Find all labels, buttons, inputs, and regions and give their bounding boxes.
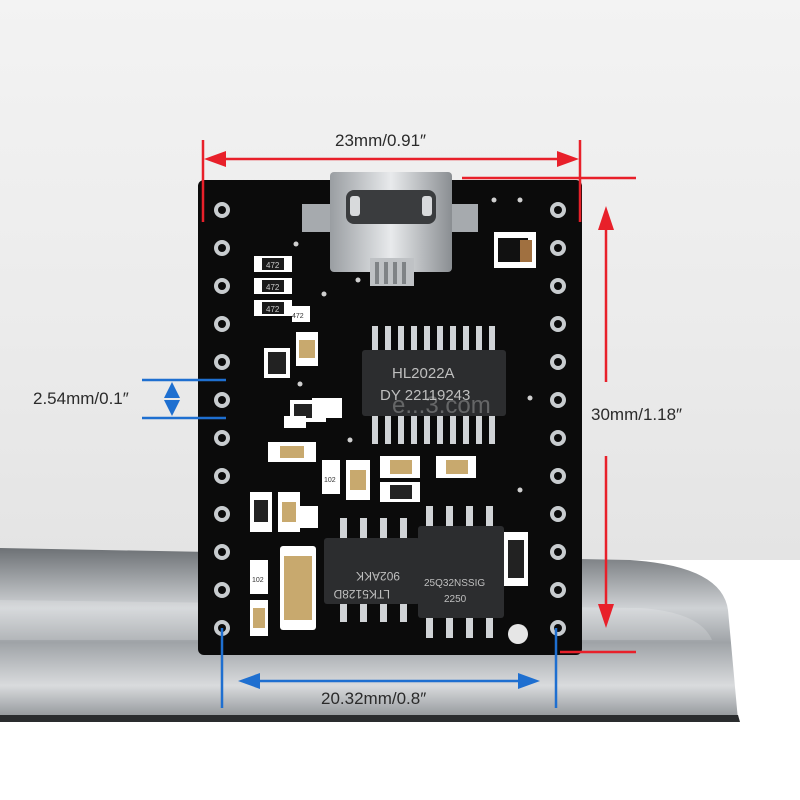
flash-memory-chip: 25Q32NSSIG 2250 xyxy=(418,506,504,638)
micro-usb-connector xyxy=(302,172,478,286)
mounting-pad xyxy=(508,624,528,644)
flash-chip-label-line2: 2250 xyxy=(444,594,467,605)
svg-text:472: 472 xyxy=(292,313,304,320)
amplifier-chip: LTK5128D 902AKK xyxy=(324,518,420,622)
amplifier-chip-label-line2: 902AKK xyxy=(356,569,400,583)
pitch-dimension-label: 2.54mm/0.1″ xyxy=(33,389,129,408)
smd-capacitors xyxy=(250,232,536,636)
svg-text:472: 472 xyxy=(266,283,280,292)
svg-text:472: 472 xyxy=(266,305,280,314)
width-dimension xyxy=(201,140,582,222)
pitch-dimension xyxy=(142,378,226,420)
row-spacing-dimension-label: 20.32mm/0.8″ xyxy=(321,689,427,708)
main-ic-label-line2: DY 22119243 xyxy=(380,387,470,404)
width-dimension-label: 23mm/0.91″ xyxy=(335,131,427,150)
watermark: e...3.com xyxy=(392,392,491,419)
height-dimension xyxy=(462,176,636,654)
height-dimension-label: 30mm/1.18″ xyxy=(591,405,683,424)
vias xyxy=(293,197,533,493)
flash-chip-label-line1: 25Q32NSSIG xyxy=(424,578,485,589)
row-spacing-dimension xyxy=(220,628,558,708)
main-ic-chip: HL2022A DY 22119243 xyxy=(362,326,506,444)
main-ic-label-line1: HL2022A xyxy=(392,365,455,382)
svg-text:102: 102 xyxy=(252,577,264,584)
svg-text:102: 102 xyxy=(324,477,336,484)
svg-text:472: 472 xyxy=(266,261,280,270)
metal-plate-edge xyxy=(0,715,740,722)
left-pin-header xyxy=(214,202,230,636)
amplifier-chip-label-line1: LTK5128D xyxy=(333,587,390,601)
